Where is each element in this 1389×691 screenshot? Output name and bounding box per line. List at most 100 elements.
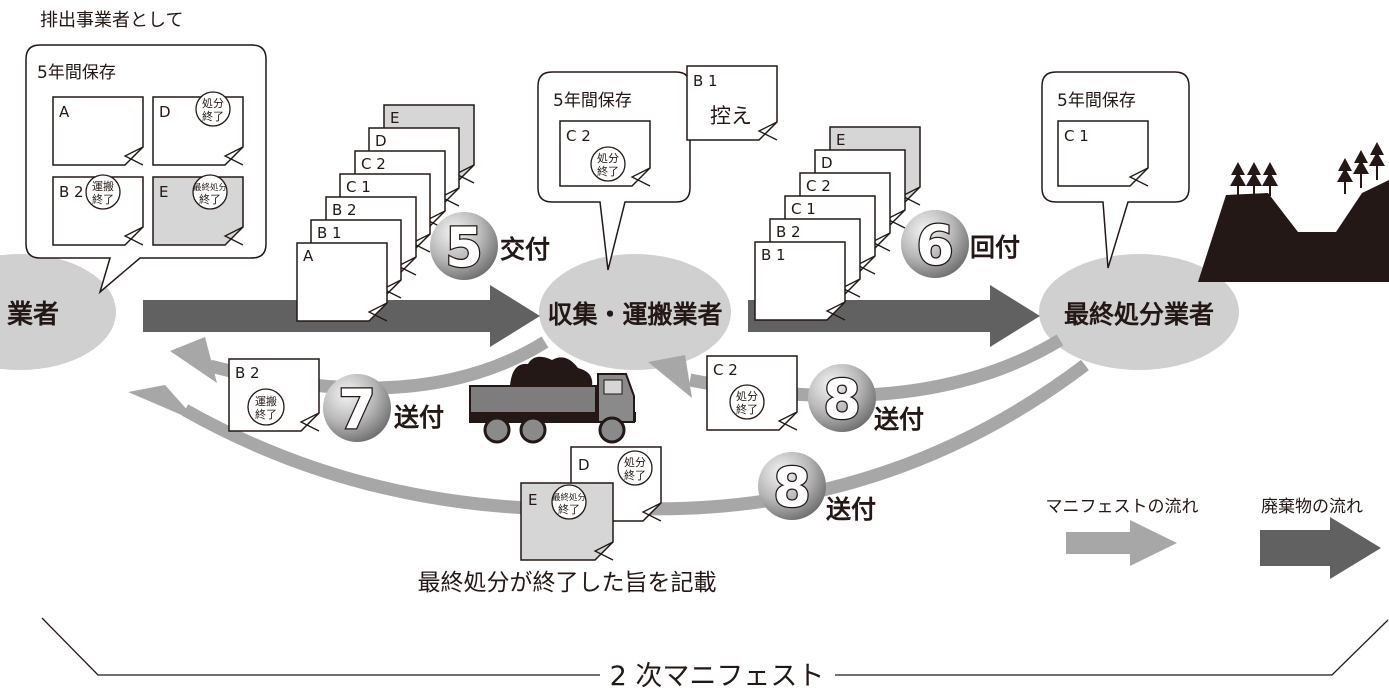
svg-text:終了: 終了 — [255, 407, 277, 421]
collector-label: 収集・運搬業者 — [547, 300, 722, 329]
svg-text:終了: 終了 — [199, 192, 221, 206]
disposer-retention: 5年間保存 — [1057, 91, 1136, 111]
svg-text:処分: 処分 — [597, 152, 619, 165]
svg-text:D: D — [375, 132, 387, 150]
svg-text:C 1: C 1 — [346, 178, 371, 196]
svg-text:処分: 処分 — [736, 390, 758, 403]
svg-text:終了: 終了 — [736, 402, 758, 416]
kept-copy-label: 控え — [710, 104, 752, 128]
disposer-label: 最終処分業者 — [1064, 300, 1214, 329]
tree-icons-right — [1337, 142, 1385, 194]
svg-text:C 1: C 1 — [1064, 127, 1089, 145]
svg-text:最終処分: 最終処分 — [193, 182, 228, 193]
collector-ellipse — [539, 254, 731, 370]
svg-text:B 2: B 2 — [235, 364, 260, 382]
step-7-label: 送付 — [394, 403, 444, 432]
landfill-silhouette — [1198, 142, 1389, 282]
step-6-badge: 6 回付 — [901, 210, 1020, 278]
svg-text:運搬: 運搬 — [92, 179, 114, 193]
svg-text:B 2: B 2 — [776, 223, 801, 241]
svg-text:C 1: C 1 — [791, 200, 816, 218]
svg-text:終了: 終了 — [202, 109, 224, 123]
svg-text:D: D — [578, 456, 590, 474]
svg-text:A: A — [303, 247, 314, 265]
step-5-label: 交付 — [500, 235, 550, 264]
stack-6-copies: E D C 2 C 1 B 2 B 1 — [754, 126, 921, 321]
copy-label-D: D — [159, 103, 171, 121]
svg-text:C 2: C 2 — [566, 127, 591, 145]
legend: マニフェストの流れ 廃棄物の流れ — [1046, 497, 1381, 579]
stamp-disposal-done-c2 — [590, 146, 626, 182]
step-6-number: 6 — [916, 214, 954, 277]
step-5-badge: 5 交付 — [430, 212, 550, 280]
svg-text:処分: 処分 — [624, 456, 646, 469]
step-8b-number: 8 — [773, 456, 811, 519]
return-copy-E: E 最終処分 終了 — [520, 482, 614, 561]
final-note: 最終処分が終了した旨を記載 — [418, 570, 717, 596]
stack6-B1: B 1 — [754, 241, 846, 321]
step-7-badge: 7 送付 — [323, 374, 444, 442]
legend-manifest-label: マニフェストの流れ — [1046, 497, 1199, 517]
svg-text:終了: 終了 — [624, 468, 646, 482]
svg-text:終了: 終了 — [92, 192, 114, 206]
svg-text:終了: 終了 — [558, 502, 580, 516]
stack-5-copies: E D C 2 C 1 B 2 B 1 A — [296, 104, 475, 322]
emitter-label: 業者 — [7, 300, 59, 330]
svg-text:D: D — [821, 154, 833, 172]
svg-text:B 1: B 1 — [317, 224, 342, 242]
svg-text:処分: 処分 — [202, 97, 224, 110]
arrow-8b-head — [128, 385, 198, 422]
collector-copy-C2: C 2 処分 終了 — [559, 120, 651, 187]
step-8a-label: 送付 — [874, 405, 924, 434]
svg-text:E: E — [836, 131, 845, 149]
svg-text:B 1: B 1 — [761, 246, 786, 264]
collector-retention: 5年間保存 — [553, 91, 632, 111]
svg-text:C 2: C 2 — [361, 155, 386, 173]
svg-text:運搬: 運搬 — [255, 394, 277, 408]
step-8b-badge: 8 送付 — [758, 452, 876, 524]
emitter-copy-E: E 最終処分 終了 — [152, 174, 244, 246]
bottom-title: 2 次マニフェスト — [610, 661, 825, 691]
svg-text:C 2: C 2 — [713, 361, 738, 379]
top-caption: 排出事業者として — [40, 10, 183, 31]
bottom-brace — [41, 617, 1389, 676]
copy-label-B2: B 2 — [59, 183, 84, 201]
step-8a-badge: 8 送付 — [808, 364, 924, 434]
disposer-copy-C1: C 1 — [1057, 120, 1149, 187]
collector-copy-B1-kept: B 1 控え — [686, 65, 778, 141]
step-7-number: 7 — [338, 378, 376, 441]
svg-text:E: E — [528, 491, 537, 509]
stamp-final-done — [192, 174, 228, 210]
arrow-7-head — [170, 337, 217, 383]
step-8b-label: 送付 — [826, 495, 876, 524]
svg-text:終了: 終了 — [597, 164, 619, 178]
step-6-label: 回付 — [970, 233, 1020, 262]
copy-label-E: E — [159, 183, 168, 201]
emitter-retention: 5年間保存 — [37, 63, 116, 83]
emitter-copy-D: D 処分 終了 — [152, 91, 244, 166]
emitter-copy-B2: B 2 運搬 終了 — [52, 174, 144, 246]
svg-text:E: E — [390, 109, 399, 127]
legend-waste-label: 廃棄物の流れ — [1261, 497, 1363, 517]
stamp-disposal-done — [195, 91, 231, 127]
svg-text:B 1: B 1 — [693, 72, 718, 90]
svg-text:B 2: B 2 — [332, 201, 357, 219]
svg-text:C 2: C 2 — [806, 177, 831, 195]
arrow-8a-head — [648, 355, 692, 398]
copy-label-A: A — [59, 103, 70, 121]
truck-icon — [469, 356, 636, 444]
emitter-ellipse — [0, 254, 116, 370]
stack5-A: A — [296, 242, 388, 322]
legend-waste-arrow — [1260, 517, 1381, 579]
emitter-copy-A: A — [52, 96, 144, 166]
return-copy-B2: B 2 運搬 終了 — [228, 358, 320, 432]
step-8a-number: 8 — [823, 368, 861, 431]
disposer-ellipse — [1039, 254, 1239, 370]
legend-manifest-arrow — [1066, 520, 1177, 566]
step-5-number: 5 — [445, 216, 483, 279]
tree-icons-left — [1230, 162, 1278, 196]
svg-text:最終処分: 最終処分 — [552, 492, 587, 503]
stamp-transport-done — [85, 174, 121, 210]
return-copy-C2: C 2 処分 終了 — [706, 355, 798, 431]
